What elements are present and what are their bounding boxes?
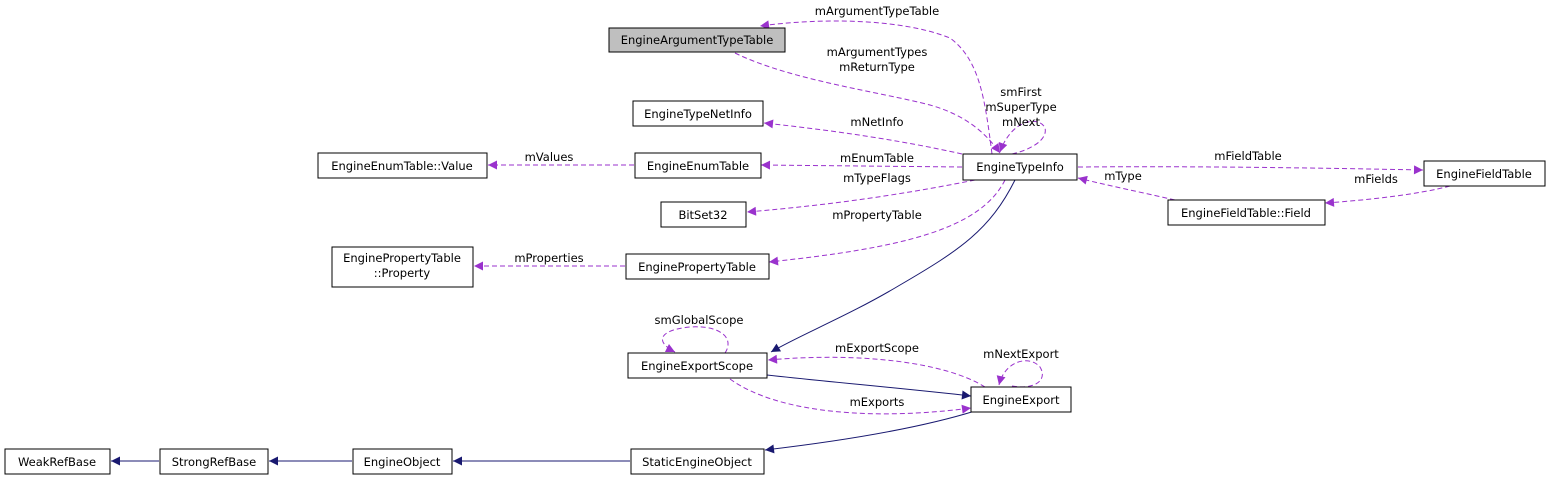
label-sm-global-scope: smGlobalScope xyxy=(655,313,744,327)
label-m-export-scope: mExportScope xyxy=(835,341,919,355)
edge-m-enum-table xyxy=(760,160,963,170)
node-engine-argument-type-table[interactable]: EngineArgumentTypeTable xyxy=(608,27,786,53)
svg-text:EnginePropertyTable: EnginePropertyTable xyxy=(638,260,756,274)
node-static-engine-object[interactable]: StaticEngineObject xyxy=(630,448,765,475)
label-m-field-table: mFieldTable xyxy=(1214,149,1281,163)
label-m-net-info: mNetInfo xyxy=(850,115,903,129)
svg-text:EngineTypeNetInfo: EngineTypeNetInfo xyxy=(644,107,752,121)
node-engine-enum-table-value[interactable]: EngineEnumTable::Value xyxy=(317,152,488,179)
svg-text:EngineEnumTable: EngineEnumTable xyxy=(647,159,749,173)
label-m-enum-table: mEnumTable xyxy=(840,151,914,165)
label-m-type: mType xyxy=(1104,169,1142,183)
svg-text:EngineObject: EngineObject xyxy=(364,455,441,469)
node-strong-ref-base[interactable]: StrongRefBase xyxy=(159,448,269,475)
label-m-argument-type-table: mArgumentTypeTable xyxy=(815,4,939,18)
node-engine-type-info[interactable]: EngineTypeInfo xyxy=(962,153,1078,181)
edge-labels: mArgumentTypeTable mArgumentTypes mRetur… xyxy=(514,4,1398,409)
node-engine-export-scope[interactable]: EngineExportScope xyxy=(627,352,768,379)
node-engine-property-table-property[interactable]: EnginePropertyTable ::Property xyxy=(331,246,474,288)
edge-inherit-export-static xyxy=(764,410,976,454)
node-engine-object[interactable]: EngineObject xyxy=(352,448,453,475)
node-engine-enum-table[interactable]: EngineEnumTable xyxy=(634,152,762,179)
svg-text:EngineFieldTable: EngineFieldTable xyxy=(1436,167,1532,181)
node-engine-type-net-info[interactable]: EngineTypeNetInfo xyxy=(632,100,764,127)
label-m-property-table: mPropertyTable xyxy=(832,208,922,222)
svg-text:StaticEngineObject: StaticEngineObject xyxy=(642,455,752,469)
edge-inherit-scope-export xyxy=(766,374,972,400)
edge-m-type-flags xyxy=(746,179,976,216)
label-m-next: mNext xyxy=(1002,115,1040,129)
edge-m-net-info xyxy=(763,119,963,155)
edge-self-type-info xyxy=(998,120,1046,155)
svg-text:EngineExportScope: EngineExportScope xyxy=(641,359,753,373)
node-engine-property-table[interactable]: EnginePropertyTable xyxy=(625,253,770,280)
node-weak-ref-base[interactable]: WeakRefBase xyxy=(4,448,111,475)
svg-text:EngineFieldTable::Field: EngineFieldTable::Field xyxy=(1181,206,1311,220)
label-m-next-export: mNextExport xyxy=(983,347,1059,361)
node-engine-field-table-field[interactable]: EngineFieldTable::Field xyxy=(1167,199,1326,226)
svg-text:EngineEnumTable::Value: EngineEnumTable::Value xyxy=(331,159,473,173)
label-m-values: mValues xyxy=(525,150,574,164)
svg-text:EngineArgumentTypeTable: EngineArgumentTypeTable xyxy=(621,33,774,47)
edge-inherit-type-info-scope xyxy=(770,179,1016,353)
label-m-argument-types: mArgumentTypes xyxy=(827,45,928,59)
label-m-super-type: mSuperType xyxy=(985,100,1056,114)
svg-text:StrongRefBase: StrongRefBase xyxy=(172,455,257,469)
edge-m-property-table xyxy=(768,179,1006,266)
edge-m-field-table xyxy=(1077,165,1424,175)
edge-m-next-export xyxy=(996,360,1043,388)
edge-m-exports xyxy=(729,378,972,415)
svg-text:::Property: ::Property xyxy=(374,266,431,280)
svg-text:BitSet32: BitSet32 xyxy=(678,208,727,222)
svg-text:EnginePropertyTable: EnginePropertyTable xyxy=(343,251,461,265)
edges xyxy=(111,20,1451,466)
edge-m-argument-types xyxy=(734,52,1001,154)
edge-m-fields xyxy=(1324,185,1451,207)
svg-text:EngineExport: EngineExport xyxy=(982,393,1060,407)
edge-m-argument-type-table xyxy=(759,20,993,155)
svg-text:WeakRefBase: WeakRefBase xyxy=(18,455,96,469)
nodes: EngineArgumentTypeTable EngineTypeNetInf… xyxy=(4,27,1546,475)
label-sm-first: smFirst xyxy=(1000,85,1042,99)
node-engine-export[interactable]: EngineExport xyxy=(970,386,1072,413)
edge-m-type xyxy=(1077,175,1176,201)
label-m-fields: mFields xyxy=(1354,172,1398,186)
edge-sm-global-scope xyxy=(661,326,729,354)
svg-text:EngineTypeInfo: EngineTypeInfo xyxy=(976,160,1064,174)
label-m-exports: mExports xyxy=(850,395,905,409)
label-m-type-flags: mTypeFlags xyxy=(843,171,911,185)
node-bit-set-32[interactable]: BitSet32 xyxy=(660,201,747,228)
label-m-return-type: mReturnType xyxy=(839,60,915,74)
node-engine-field-table[interactable]: EngineFieldTable xyxy=(1423,160,1546,187)
label-m-properties: mProperties xyxy=(514,251,583,265)
edge-m-export-scope xyxy=(767,354,986,388)
